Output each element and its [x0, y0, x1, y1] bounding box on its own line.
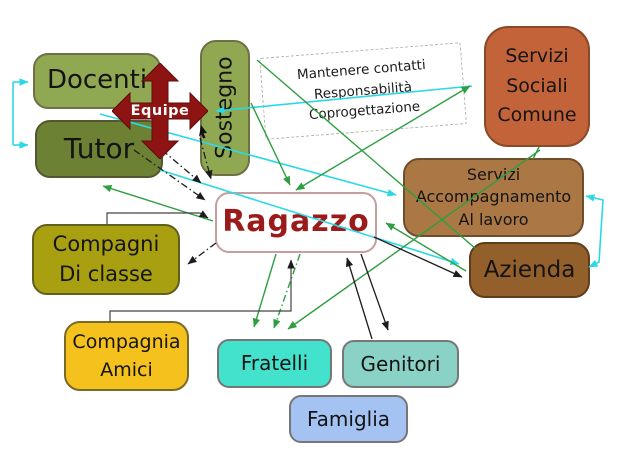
arrow-ragazzo-azienda-black	[373, 236, 463, 278]
servizi-line-2: Sociali	[506, 74, 568, 97]
compagni-line-2: Di classe	[59, 261, 153, 286]
node-docenti[interactable]: Docenti	[33, 53, 161, 109]
node-azienda-label: Azienda	[483, 256, 576, 283]
accomp-line-1: Servizi	[466, 164, 521, 184]
node-ragazzo[interactable]: Ragazzo	[215, 192, 377, 253]
node-fratelli-label: Fratelli	[240, 351, 309, 375]
node-accompagnamento[interactable]: Servizi Accompagnamento Al lavoro	[403, 158, 584, 237]
node-docenti-label: Docenti	[46, 65, 148, 96]
arrow-ragazzo-genitori	[360, 253, 389, 331]
node-equipe-label: Equipe	[130, 103, 190, 119]
node-ragazzo-label: Ragazzo	[222, 204, 370, 240]
node-equipe[interactable]: Equipe	[111, 62, 209, 160]
note-box[interactable]: Mantenere contatti Responsabilità Coprog…	[259, 42, 467, 140]
arrow-ragazzo-fratelli-dashdot	[273, 253, 301, 329]
node-azienda[interactable]: Azienda	[469, 242, 590, 298]
node-genitori[interactable]: Genitori	[342, 340, 459, 388]
servizi-line-3: Comune	[497, 104, 577, 127]
amici-line-2: Amici	[100, 359, 153, 381]
arrow-ragazzo-fratelli	[252, 253, 277, 328]
compagni-line-1: Compagni	[52, 232, 160, 257]
node-famiglia[interactable]: Famiglia	[289, 395, 408, 443]
amici-line-1: Compagnia	[72, 330, 181, 353]
arrow-ragazzo-tutor	[102, 185, 214, 222]
node-fratelli[interactable]: Fratelli	[217, 339, 332, 388]
accomp-line-2: Accompagnamento	[415, 187, 572, 207]
node-servizi-sociali[interactable]: Servizi Sociali Comune	[484, 26, 590, 147]
arrow-ragazzo-compagni-dashdot	[187, 242, 217, 265]
node-compagnia-amici[interactable]: Compagnia Amici	[64, 321, 189, 391]
node-famiglia-label: Famiglia	[306, 406, 391, 431]
node-compagni-di-classe[interactable]: Compagni Di classe	[32, 224, 180, 295]
arrow-compagni-ragazzo-elbow	[106, 210, 209, 224]
servizi-line-1: Servizi	[505, 45, 569, 68]
node-sostegno-label: Sostegno	[212, 56, 238, 160]
accomp-line-3: Al lavoro	[458, 209, 529, 229]
arrow-genitori-ragazzo	[345, 257, 373, 340]
node-genitori-label: Genitori	[360, 351, 441, 376]
